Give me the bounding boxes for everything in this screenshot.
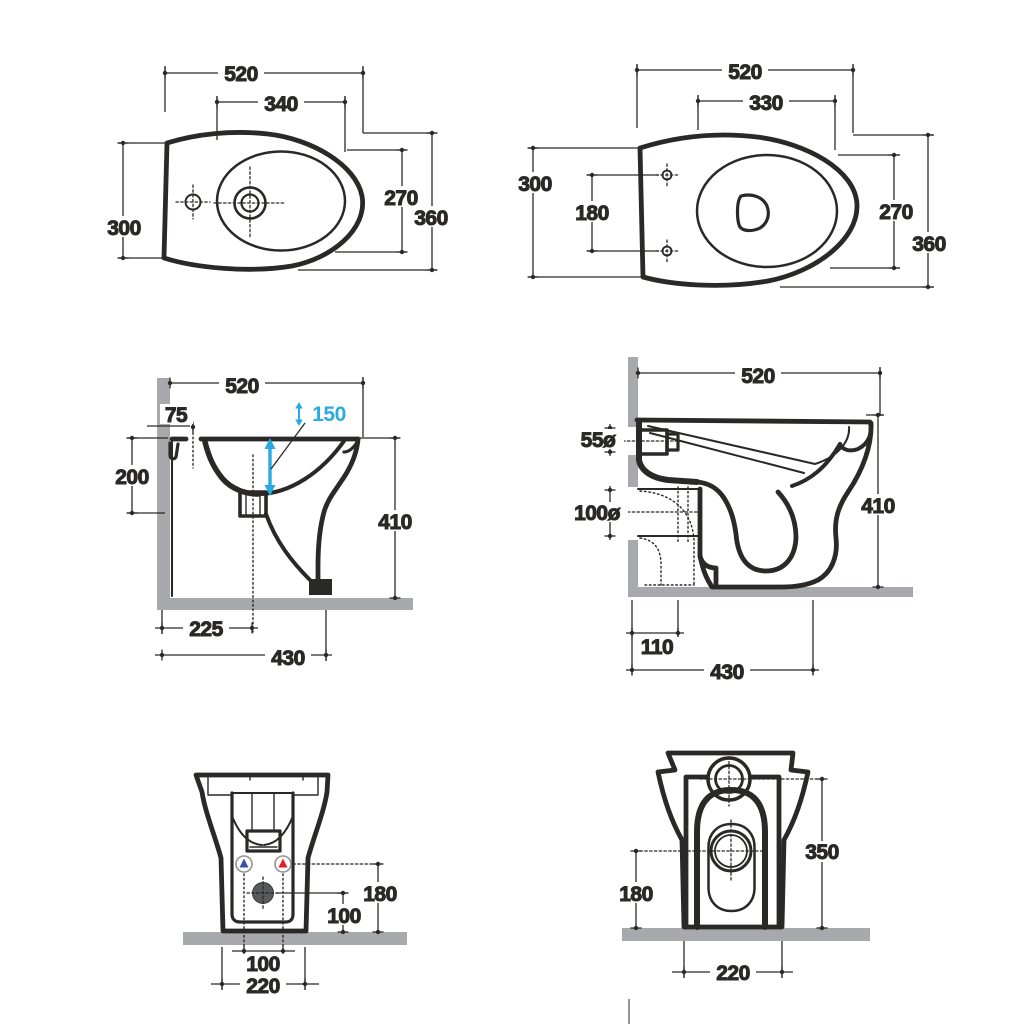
wc-back-dimensions: 350 180 220: [613, 776, 845, 986]
dim-label: 410: [861, 495, 895, 518]
bidet-rim-oval: [215, 150, 347, 252]
dim-label: 180: [575, 202, 609, 225]
dim-label: 430: [271, 647, 305, 670]
water-depth-label: 150: [312, 403, 346, 426]
double-arrow-icon: [295, 402, 303, 426]
dim-label: 360: [912, 233, 946, 256]
dim-label: 270: [879, 201, 913, 224]
dim-label: 100ø: [574, 502, 621, 525]
dim-label: 220: [246, 975, 280, 998]
bidet-side-profile: [168, 423, 361, 633]
floor: [157, 598, 413, 610]
bidet-back-dimensions: 180 100 100 220: [211, 861, 403, 999]
bidet-back-view: 180 100 100 220: [183, 772, 407, 999]
dim-label: 300: [107, 217, 141, 240]
water-depth-annotation: 150: [264, 402, 346, 496]
dim-label: 100: [327, 905, 361, 928]
dim-label: 360: [414, 207, 448, 230]
dim-label: 180: [363, 883, 397, 906]
bidet-top-outline: [161, 130, 365, 272]
dim-label: 520: [225, 375, 259, 398]
wc-seat-oval: [695, 153, 839, 269]
dim-label: 350: [805, 841, 839, 864]
bidet-side-dimensions: 520 75 200 410 225 430: [109, 375, 418, 671]
wc-side-dimensions: 520 55ø 100ø 410 110 430: [566, 365, 901, 685]
dim-label: 100: [246, 953, 280, 976]
wc-top-dimensions: 520 330 300 180 270 360: [512, 61, 952, 290]
dim-label: 225: [189, 618, 223, 641]
dim-label: 330: [749, 92, 783, 115]
wc-side-view: 520 55ø 100ø 410 110 430: [566, 357, 913, 685]
dim-label: 110: [641, 636, 673, 659]
wall: [628, 455, 638, 487]
dim-label: 180: [619, 883, 653, 906]
dim-label: 300: [518, 173, 552, 196]
dim-label: 75: [165, 404, 188, 427]
dim-label: 340: [264, 93, 298, 116]
bidet-back-outline: [193, 772, 331, 934]
dim-label: 220: [716, 962, 750, 985]
wall: [628, 540, 638, 587]
floor: [628, 587, 913, 597]
dim-label: 520: [224, 63, 258, 86]
dim-label: 520: [728, 61, 762, 84]
wc-side-profile: [634, 417, 874, 590]
floor: [622, 928, 870, 941]
dim-label: 55ø: [581, 429, 616, 452]
wc-trap-arch: [694, 787, 768, 930]
bidet-top-view: 520 340 300 270 360: [101, 63, 454, 273]
water-inlets: [235, 855, 292, 952]
hot-water-triangle-icon: [278, 858, 288, 868]
wc-top-outline: [637, 132, 860, 288]
wc-back-view: 350 180 220: [613, 750, 870, 986]
wc-water-spot: [735, 193, 770, 233]
dim-label: 200: [115, 466, 149, 489]
wc-top-view: 520 330 300 180 270 360: [512, 61, 952, 290]
dim-label: 430: [710, 661, 744, 684]
cold-water-triangle-icon: [239, 858, 249, 868]
bidet-top-dimensions: 520 340 300 270 360: [101, 63, 454, 273]
wall: [157, 378, 170, 600]
bidet-side-view: 150 520 75 200 410 225 430: [109, 375, 418, 671]
dim-label: 410: [378, 511, 412, 534]
dim-label: 520: [741, 365, 775, 388]
floor: [183, 932, 407, 945]
dim-label: 270: [384, 187, 418, 210]
wall: [628, 357, 638, 427]
wc-trap-stadium: [707, 822, 756, 913]
wc-back-outline: [655, 750, 819, 930]
